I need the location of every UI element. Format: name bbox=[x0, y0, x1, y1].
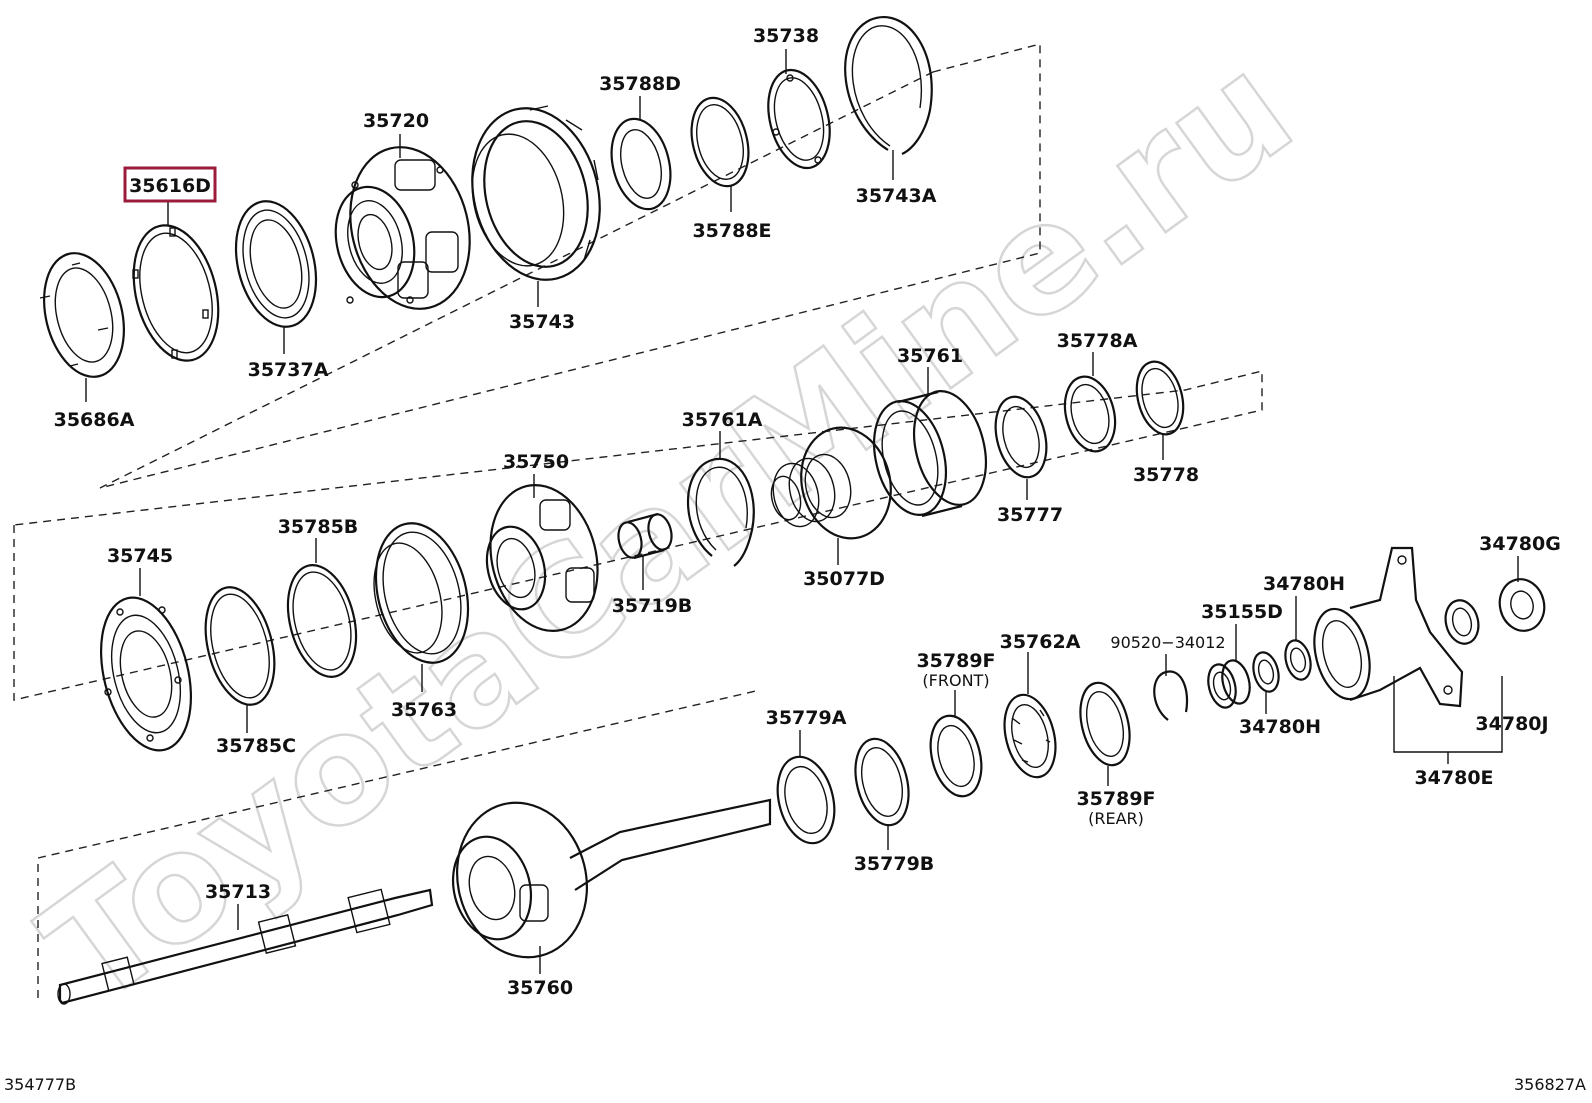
part-90520-34012-graphic[interactable] bbox=[1153, 670, 1189, 721]
part-35616D-graphic[interactable] bbox=[120, 216, 231, 369]
note-front: (FRONT) bbox=[922, 671, 989, 690]
label-35719B[interactable]: 35719B bbox=[612, 595, 693, 617]
label-35778A[interactable]: 35778A bbox=[1057, 330, 1138, 352]
label-35788E[interactable]: 35788E bbox=[692, 220, 771, 242]
label-35779A[interactable]: 35779A bbox=[766, 707, 847, 729]
part-35760-graphic[interactable] bbox=[441, 789, 772, 971]
part-35713-graphic[interactable] bbox=[57, 888, 434, 1005]
group-frame-bottom bbox=[37, 689, 761, 998]
label-35760[interactable]: 35760 bbox=[507, 977, 573, 999]
group-frame-middle bbox=[13, 370, 1263, 701]
note-rear: (REAR) bbox=[1088, 809, 1144, 828]
highlight-box-35616D bbox=[123, 166, 217, 203]
label-35789F-front[interactable]: 35789F bbox=[916, 650, 995, 672]
label-35737A[interactable]: 35737A bbox=[248, 359, 329, 381]
part-35777-graphic[interactable] bbox=[988, 391, 1054, 482]
label-35761[interactable]: 35761 bbox=[897, 345, 963, 367]
label-35616D[interactable]: 35616D bbox=[129, 175, 211, 197]
part-35788D-graphic[interactable] bbox=[603, 113, 680, 216]
label-35785C[interactable]: 35785C bbox=[216, 735, 296, 757]
diagram-id-right: 356827A bbox=[1514, 1075, 1586, 1094]
label-35761A[interactable]: 35761A bbox=[682, 409, 763, 431]
part-35743A-graphic[interactable] bbox=[844, 16, 933, 155]
part-35778-graphic[interactable] bbox=[1130, 357, 1191, 439]
label-35777[interactable]: 35777 bbox=[997, 504, 1063, 526]
label-35763[interactable]: 35763 bbox=[391, 699, 457, 721]
part-35720-graphic[interactable] bbox=[325, 134, 487, 321]
part-35761A-graphic[interactable] bbox=[686, 457, 755, 567]
part-35737A-graphic[interactable] bbox=[224, 193, 329, 336]
label-35778[interactable]: 35778 bbox=[1133, 464, 1199, 486]
group-frame-top bbox=[99, 43, 1041, 489]
label-90520-34012[interactable]: 90520−34012 bbox=[1110, 633, 1225, 652]
part-35761-graphic[interactable] bbox=[863, 383, 997, 522]
part-35743-graphic[interactable] bbox=[455, 95, 617, 294]
label-34780H-top[interactable]: 34780H bbox=[1263, 573, 1345, 595]
label-35789F-rear[interactable]: 35789F bbox=[1076, 788, 1155, 810]
part-34780H-bottom-graphic[interactable] bbox=[1250, 650, 1283, 695]
label-35745[interactable]: 35745 bbox=[107, 545, 173, 567]
part-35779B-graphic[interactable] bbox=[847, 733, 917, 830]
part-35719B-graphic[interactable] bbox=[615, 512, 675, 560]
label-35720[interactable]: 35720 bbox=[363, 110, 429, 132]
part-35738-graphic[interactable] bbox=[759, 63, 839, 174]
part-35750-graphic[interactable] bbox=[476, 474, 613, 643]
label-35738[interactable]: 35738 bbox=[753, 25, 819, 47]
part-35785C-graphic[interactable] bbox=[194, 580, 285, 712]
label-35077D[interactable]: 35077D bbox=[803, 568, 885, 590]
label-35686A[interactable]: 35686A bbox=[54, 409, 135, 431]
part-35789F-rear-graphic[interactable] bbox=[1073, 678, 1138, 771]
label-35779B[interactable]: 35779B bbox=[854, 853, 935, 875]
part-35745-graphic[interactable] bbox=[86, 588, 205, 760]
part-34780G-graphic[interactable] bbox=[1494, 574, 1549, 635]
label-35750[interactable]: 35750 bbox=[503, 451, 569, 473]
part-35155D-graphic[interactable] bbox=[1204, 658, 1254, 711]
part-35686A-graphic[interactable] bbox=[32, 245, 136, 386]
part-35077D-graphic[interactable] bbox=[767, 418, 902, 548]
label-35788D[interactable]: 35788D bbox=[599, 73, 681, 95]
label-35155D[interactable]: 35155D bbox=[1201, 601, 1283, 623]
label-35713[interactable]: 35713 bbox=[205, 881, 271, 903]
part-35762A-graphic[interactable] bbox=[997, 689, 1064, 782]
part-34780E-graphic[interactable] bbox=[1306, 546, 1464, 708]
part-35779A-graphic[interactable] bbox=[769, 751, 843, 849]
part-35789F-front-graphic[interactable] bbox=[923, 710, 989, 801]
label-35785B[interactable]: 35785B bbox=[278, 516, 359, 538]
part-35788E-graphic[interactable] bbox=[683, 92, 757, 192]
part-35785B-graphic[interactable] bbox=[277, 558, 367, 684]
label-35762A[interactable]: 35762A bbox=[1000, 631, 1081, 653]
part-35778A-graphic[interactable] bbox=[1058, 371, 1123, 456]
diagram-id-left: 354777B bbox=[4, 1075, 76, 1094]
part-34780H-top-graphic[interactable] bbox=[1282, 638, 1315, 683]
part-35763-graphic[interactable] bbox=[362, 513, 482, 672]
label-34780G[interactable]: 34780G bbox=[1479, 533, 1561, 555]
label-34780J[interactable]: 34780J bbox=[1475, 713, 1548, 735]
label-35743A[interactable]: 35743A bbox=[856, 185, 937, 207]
label-35743[interactable]: 35743 bbox=[509, 311, 575, 333]
label-34780E[interactable]: 34780E bbox=[1414, 767, 1493, 789]
label-34780H-bottom[interactable]: 34780H bbox=[1239, 716, 1321, 738]
part-34780J-graphic[interactable] bbox=[1441, 597, 1483, 647]
